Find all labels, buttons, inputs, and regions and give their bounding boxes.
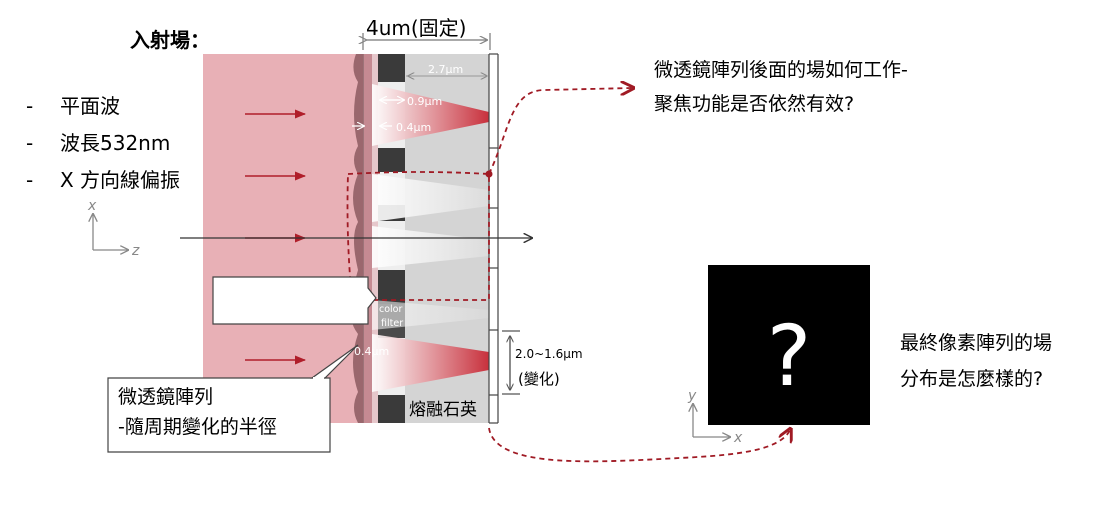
thickness-label: 4um(固定): [366, 16, 467, 40]
arrow-to-pixel-panel: [488, 428, 790, 463]
left-axis-z-label: z: [131, 243, 140, 259]
inner-width-label: 2.7µm: [428, 63, 463, 76]
callout-line1: 微透鏡陣列: [118, 386, 214, 408]
result-panel: [708, 265, 870, 425]
gap-upper-label: 0.9µm: [407, 95, 442, 108]
pitch-note-label: (變化): [518, 370, 560, 388]
bullet-polarization: - X 方向線偏振: [26, 164, 180, 193]
gap-lower-label: 0.4µm: [396, 121, 431, 134]
pixel-question-line2: 分布是怎麼樣的?: [900, 368, 1044, 390]
color-filter-label-2: filter: [381, 318, 403, 329]
left-axes: [93, 214, 128, 250]
pixel-pitch-dimension: [502, 330, 520, 395]
microlens-callout: 微透鏡陣列 -隨周期變化的半徑: [108, 378, 328, 452]
right-axis-x-label: x: [733, 430, 743, 446]
gap-bottom-label: 0.4µm: [354, 345, 389, 358]
arrow-to-lens-question: [488, 88, 632, 175]
left-axis-x-label: x: [87, 198, 97, 214]
question-mark-symbol: ?: [767, 307, 812, 405]
bullet-text: 平面波: [60, 94, 120, 118]
lens-question-line1: 微透鏡陣列後面的場如何工作-: [654, 59, 908, 81]
bullet-dash: -: [26, 131, 34, 155]
color-filter-label-1: color: [379, 304, 402, 315]
pixel-question-line1: 最終像素陣列的場: [900, 332, 1053, 354]
region-of-interest: [346, 171, 490, 301]
bullet-text: X 方向線偏振: [60, 168, 181, 192]
right-axis-y-label: y: [687, 388, 697, 404]
lens-question-line2: 聚焦功能是否依然有效?: [654, 93, 855, 115]
bullet-wavelength: - 波長532nm: [26, 127, 170, 156]
bullet-plane-wave: - 平面波: [26, 90, 120, 119]
thickness-bracket: [363, 33, 491, 50]
callout-line2: -隨周期變化的半徑: [118, 416, 277, 438]
substrate-label: 熔融石英: [409, 400, 477, 420]
callout-box: [107, 377, 331, 453]
bullet-dash: -: [26, 168, 34, 192]
bullet-text: 波長532nm: [60, 131, 171, 155]
bullet-dash: -: [26, 94, 34, 118]
blank-label-box: [212, 276, 377, 325]
incident-field-title: 入射場：: [130, 28, 210, 52]
pixel-pitch-label: 2.0~1.6µm: [515, 347, 583, 361]
right-axes: [693, 404, 730, 437]
